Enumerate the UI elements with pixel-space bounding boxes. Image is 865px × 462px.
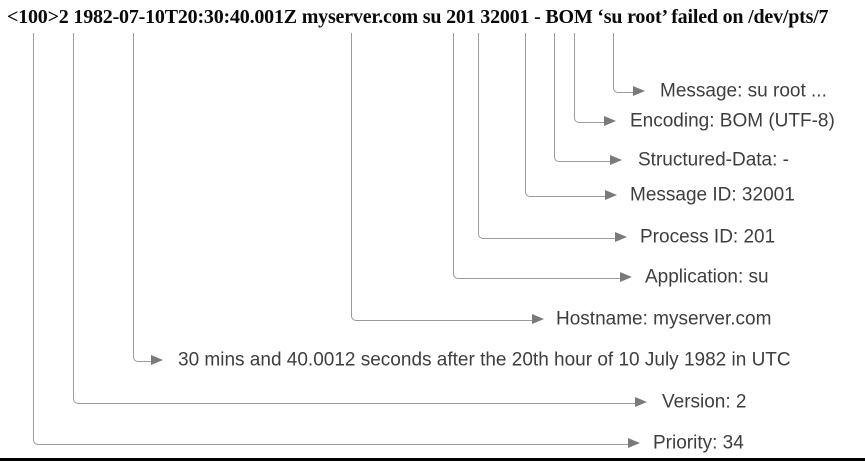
connector-line-hostname <box>351 33 533 321</box>
connector-line-message-id <box>525 33 606 197</box>
field-label-message-id: Message ID: 32001 <box>630 184 795 206</box>
arrow-right-icon <box>615 232 627 242</box>
arrow-right-icon <box>532 314 544 324</box>
field-label-message: Message: su root ... <box>660 80 827 102</box>
field-label-application: Application: su <box>645 266 769 288</box>
connector-line-version <box>73 33 636 404</box>
connector-line-process-id <box>478 33 616 239</box>
arrow-right-icon <box>151 355 163 365</box>
connector-line-message <box>613 33 634 93</box>
arrow-right-icon <box>633 86 645 96</box>
connector-line-priority <box>33 33 629 445</box>
bottom-rule <box>0 458 865 461</box>
arrow-right-icon <box>635 397 647 407</box>
arrow-right-icon <box>605 190 617 200</box>
field-label-process-id: Process ID: 201 <box>640 226 776 248</box>
field-label-priority: Priority: 34 <box>653 432 744 454</box>
field-label-timestamp: 30 mins and 40.0012 seconds after the 20… <box>178 349 791 371</box>
field-label-version: Version: 2 <box>662 391 747 413</box>
field-label-hostname: Hostname: myserver.com <box>556 308 772 330</box>
connector-line-application <box>453 33 621 279</box>
field-label-structured-data: Structured-Data: - <box>638 149 789 171</box>
arrow-right-icon <box>620 272 632 282</box>
arrow-right-icon <box>604 116 616 126</box>
arrow-right-icon <box>610 155 622 165</box>
connector-line-timestamp <box>133 33 152 362</box>
connector-line-structured-data <box>554 33 611 162</box>
syslog-message-text: <100>2 1982-07-10T20:30:40.001Z myserver… <box>7 6 829 28</box>
connector-line-encoding <box>574 33 605 123</box>
field-label-encoding: Encoding: BOM (UTF-8) <box>630 110 835 132</box>
arrow-right-icon <box>628 438 640 448</box>
